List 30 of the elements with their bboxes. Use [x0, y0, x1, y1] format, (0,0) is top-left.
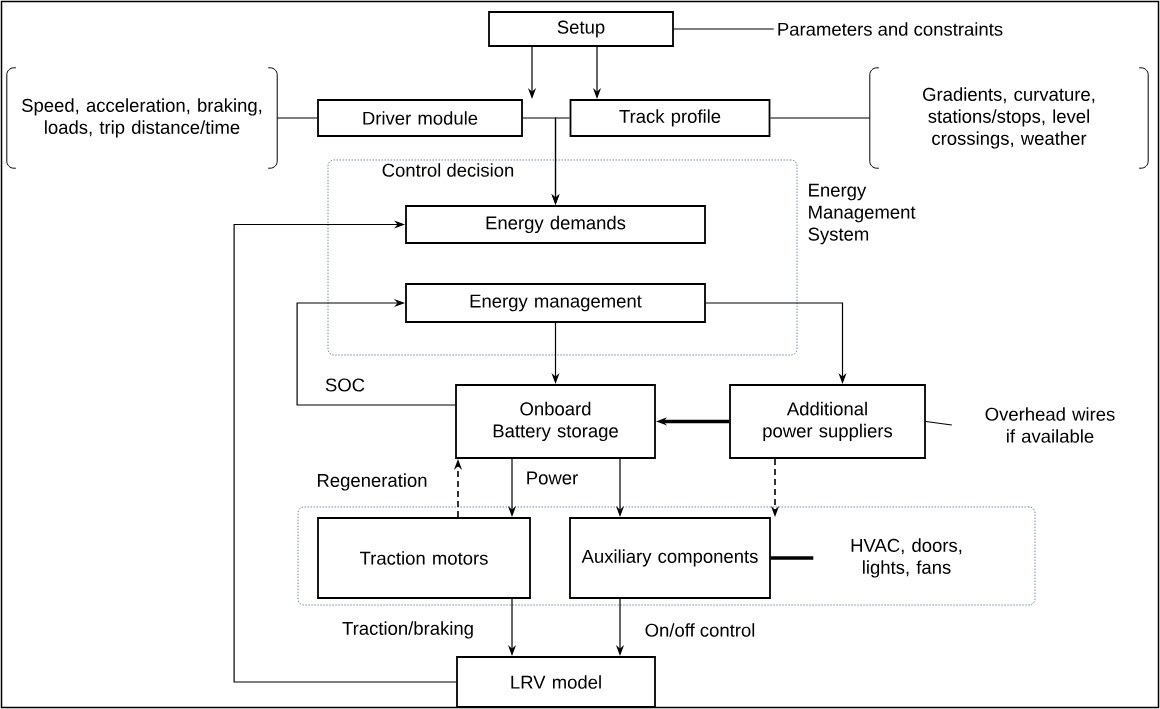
process-box: Additional power suppliers	[729, 384, 926, 459]
connector-line	[770, 556, 814, 560]
edge-label: Power	[523, 469, 581, 487]
group-heading: Energy Management System	[808, 183, 916, 245]
note-text: HVAC, doors, lights, fans	[851, 538, 962, 578]
arrow	[233, 220, 457, 683]
process-box: Energy management	[405, 283, 706, 323]
note-text: Overhead wires if available	[985, 407, 1115, 443]
bracketed-note: Gradients, curvature, stations/stops, level crossings, weather	[923, 87, 1095, 149]
process-box: Onboard Battery storage	[455, 384, 656, 459]
edge-label: On/off control	[642, 621, 758, 639]
edge-label: Traction/braking	[340, 619, 476, 641]
edge-label: SOC	[322, 376, 368, 394]
connector-line	[673, 28, 775, 30]
process-box: Driver module	[317, 99, 523, 137]
bracketed-note: Speed, acceleration, braking, loads, trip distance/time	[22, 98, 262, 138]
note-text: Parameters and constraints	[778, 22, 1003, 36]
process-box: Setup	[488, 11, 674, 47]
process-box: LRV model	[456, 656, 656, 708]
connector-line	[276, 117, 318, 119]
edge-label: Control decision	[379, 161, 517, 179]
arrow	[296, 298, 456, 406]
edge-label: Regeneration	[314, 471, 430, 493]
process-box: Auxiliary components	[569, 517, 771, 599]
process-box: Traction motors	[317, 517, 531, 599]
dotted-group-box	[297, 506, 1036, 606]
connector-line	[925, 420, 953, 426]
process-box: Track profile	[569, 99, 771, 137]
connector-line	[769, 117, 871, 119]
process-box: Energy demands	[405, 205, 706, 244]
